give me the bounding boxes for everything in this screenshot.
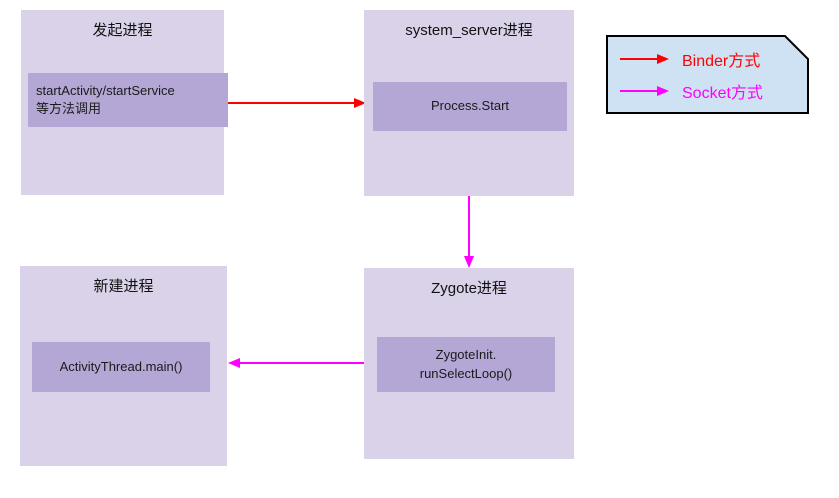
binder-legend-arrow-icon xyxy=(620,54,669,64)
system-server-process-title: system_server进程 xyxy=(405,22,533,39)
new-process-title: 新建进程 xyxy=(93,278,154,295)
zygote-process-title: Zygote进程 xyxy=(431,280,507,297)
new-process-box: 新建进程 ActivityThread.main() xyxy=(20,266,227,466)
legend-item-socket: Socket方式 xyxy=(619,79,763,103)
process-start-node: Process.Start xyxy=(373,82,567,131)
system-server-process-box: system_server进程 Process.Start xyxy=(364,10,574,196)
legend-item-binder: Binder方式 xyxy=(619,47,760,71)
start-activity-node: startActivity/startService 等方法调用 xyxy=(28,73,228,127)
legend-label-binder: Binder方式 xyxy=(682,53,761,70)
zygote-process-box: Zygote进程 ZygoteInit. runSelectLoop() xyxy=(364,268,574,459)
legend-label-socket: Socket方式 xyxy=(682,85,763,102)
initiator-process-title: 发起进程 xyxy=(92,22,153,39)
socket-legend-arrow-icon xyxy=(620,86,669,96)
activity-thread-main-node: ActivityThread.main() xyxy=(32,342,210,392)
initiator-process-box: 发起进程 startActivity/startService 等方法调用 xyxy=(21,10,228,195)
zygote-init-node: ZygoteInit. runSelectLoop() xyxy=(377,337,555,392)
legend: Binder方式 Socket方式 xyxy=(606,35,809,114)
